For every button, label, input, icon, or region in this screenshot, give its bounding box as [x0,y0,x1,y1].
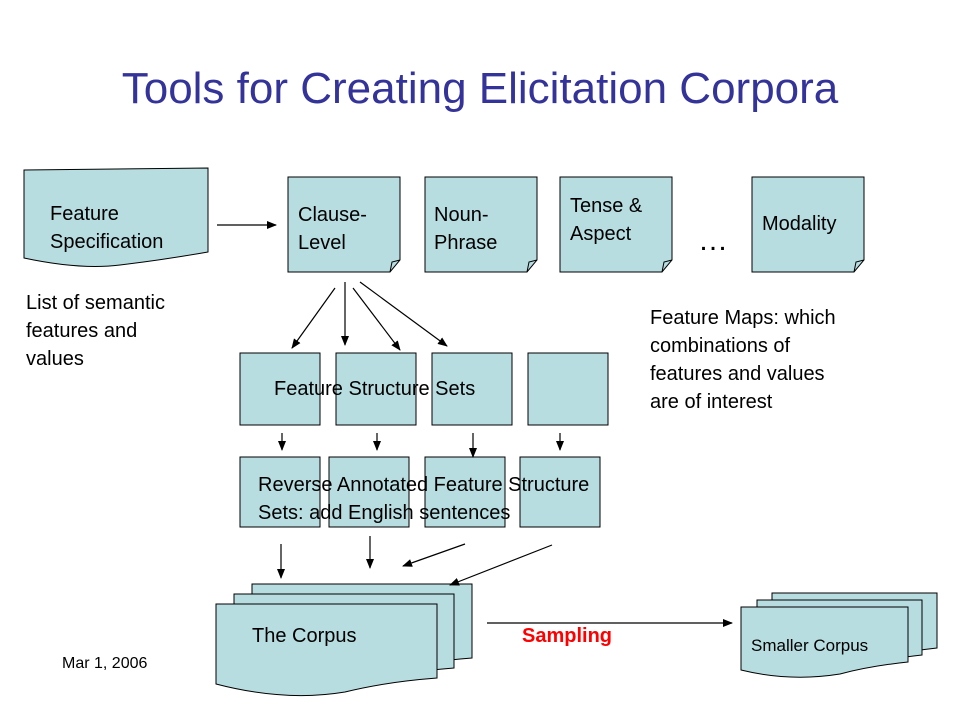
arrow-map-to-fs-1 [291,287,336,349]
arrow-ra-to-corpus-3 [402,543,466,567]
fs-box-2 [335,352,417,426]
feature-spec-doc [23,167,209,267]
feature-structure-sets-label: Feature Structure Sets [274,378,476,400]
corpus-label: The Corpus [252,625,357,647]
arrow-ra-to-corpus-4 [449,544,553,586]
feature-map-noun-phrase-label: Noun- Phrase [434,204,498,254]
feature-spec-description: List of semantic features and values [26,292,165,370]
sampling-label: Sampling [522,625,613,647]
reverse-annotated-boxes [239,456,601,528]
ra-box-4 [519,456,601,528]
corpus-stack [215,583,473,697]
feature-map-modality [751,176,865,273]
feature-map-clause-level-label: Clause- Level [298,204,367,254]
ra-box-3 [424,456,506,528]
footer-date: Mar 1, 2006 [62,655,148,672]
feature-map-tense-aspect [559,176,673,273]
feature-map-clause-level [287,176,401,273]
smaller-corpus-stack [740,592,938,678]
fs-box-4 [527,352,609,426]
fs-box-1 [239,352,321,426]
feature-structure-set-boxes [239,352,609,426]
feature-maps-ellipsis: … [698,224,728,257]
arrow-map-to-fs-3 [352,287,401,351]
ra-box-2 [328,456,410,528]
arrow-map-to-fs-4 [359,281,448,347]
feature-maps-description: Feature Maps: which combinations of feat… [650,307,836,413]
feature-map-tense-aspect-label: Tense & Aspect [570,195,643,245]
feature-spec-label: Feature Specification [50,203,164,253]
fs-box-3 [431,352,513,426]
feature-map-docs [287,176,865,273]
feature-map-noun-phrase [424,176,538,273]
ra-box-1 [239,456,321,528]
arrows [217,221,733,627]
smaller-corpus-label: Smaller Corpus [751,636,869,655]
page-title: Tools for Creating Elicitation Corpora [121,64,839,113]
feature-map-modality-label: Modality [762,213,837,235]
reverse-annotated-label: Reverse Annotated Feature Structure Sets… [258,474,590,524]
